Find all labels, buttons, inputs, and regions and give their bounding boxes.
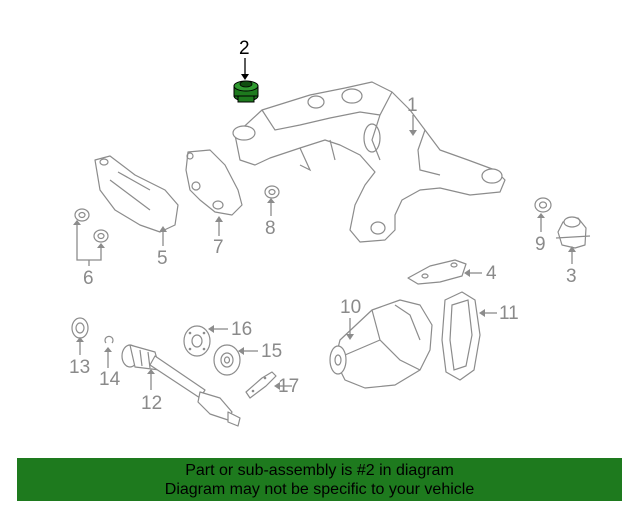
callout-leader-5 bbox=[159, 226, 167, 246]
callout-8: 8 bbox=[265, 218, 276, 239]
bushing-part-8[interactable] bbox=[264, 185, 280, 199]
callout-7: 7 bbox=[213, 237, 224, 258]
callout-leader-13 bbox=[76, 337, 84, 355]
callout-leader-7 bbox=[215, 216, 223, 236]
callout-9: 9 bbox=[535, 234, 546, 255]
bushing-part-2-highlighted[interactable] bbox=[233, 80, 259, 103]
callout-leader-2 bbox=[241, 58, 249, 80]
callout-3: 3 bbox=[566, 266, 577, 287]
banner-line-2: Diagram may not be specific to your vehi… bbox=[164, 481, 475, 498]
banner-line-1: Part or sub-assembly is #2 in diagram bbox=[185, 462, 454, 479]
mount-part-3[interactable] bbox=[555, 216, 591, 249]
callout-leader-14 bbox=[104, 347, 112, 368]
callout-leader-6 bbox=[73, 220, 105, 266]
callout-17: 17 bbox=[278, 376, 300, 397]
callout-14: 14 bbox=[99, 369, 121, 390]
callout-leader-11 bbox=[479, 309, 497, 317]
callout-leader-1 bbox=[409, 115, 417, 136]
callout-6: 6 bbox=[83, 268, 94, 289]
callout-leader-3 bbox=[568, 246, 576, 264]
callout-2: 2 bbox=[239, 38, 250, 59]
callout-1: 1 bbox=[407, 95, 418, 116]
callout-leader-15 bbox=[238, 347, 258, 355]
clip-part-14[interactable] bbox=[104, 335, 114, 344]
callout-12: 12 bbox=[141, 393, 163, 414]
subframe-part-1[interactable] bbox=[232, 81, 506, 243]
flange-part-16[interactable] bbox=[183, 325, 211, 357]
callout-11: 11 bbox=[499, 303, 519, 324]
shield-part-4[interactable] bbox=[407, 259, 467, 285]
callout-15: 15 bbox=[261, 341, 283, 362]
strap-part-17[interactable] bbox=[245, 371, 277, 399]
bushing-part-9[interactable] bbox=[534, 197, 552, 213]
callout-leader-12 bbox=[147, 369, 155, 390]
bracket-part-7[interactable] bbox=[185, 149, 243, 216]
callout-leader-8 bbox=[267, 198, 275, 216]
differential-part-10[interactable] bbox=[329, 299, 433, 389]
callout-leader-4 bbox=[464, 269, 482, 277]
callout-leader-9 bbox=[537, 213, 545, 232]
bushings-part-6[interactable] bbox=[74, 208, 109, 243]
seal-part-13[interactable] bbox=[71, 317, 89, 339]
hub-part-15[interactable] bbox=[213, 344, 241, 376]
callout-leader-17 bbox=[274, 382, 292, 390]
callout-leader-16 bbox=[208, 325, 228, 333]
callout-10: 10 bbox=[340, 297, 362, 318]
shield-part-5[interactable] bbox=[94, 155, 179, 233]
cover-part-11[interactable] bbox=[441, 291, 481, 381]
axle-part-12[interactable] bbox=[121, 344, 241, 427]
info-banner: Part or sub-assembly is #2 in diagram Di… bbox=[17, 458, 622, 501]
callout-leader-10 bbox=[346, 318, 354, 340]
callout-5: 5 bbox=[157, 248, 168, 269]
callout-13: 13 bbox=[69, 357, 91, 378]
callout-4: 4 bbox=[486, 263, 497, 284]
callout-16: 16 bbox=[231, 319, 253, 340]
